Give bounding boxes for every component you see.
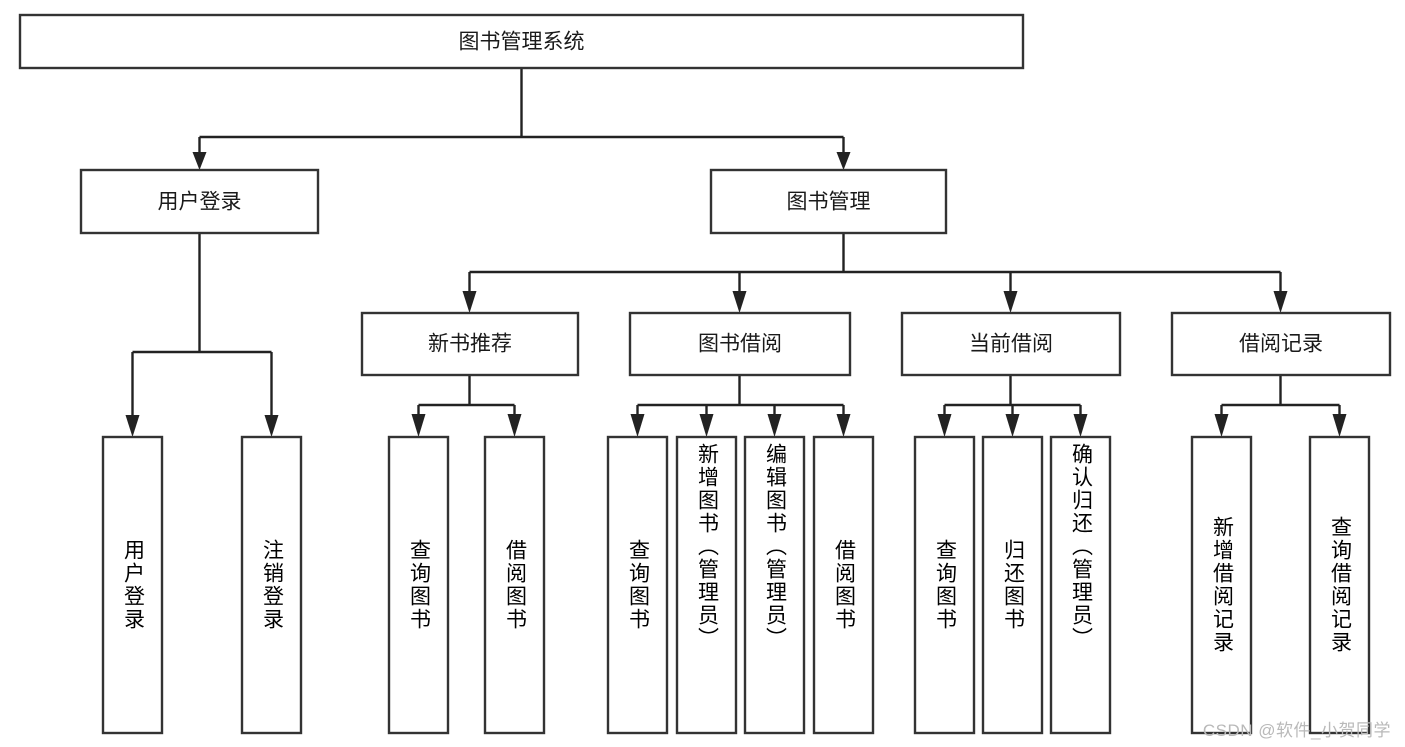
node-leaf-query-book-3[interactable] <box>913 435 976 735</box>
node-new-book-recommend-label: 新书推荐 <box>428 333 512 356</box>
node-leaf-query-book-1-label: 查询图书 <box>407 539 431 631</box>
node-leaf-query-record-label: 查询借阅记录 <box>1328 516 1352 654</box>
arrow-head-leaf-add-record <box>1214 414 1229 437</box>
arrow-head-leaf-logout-login <box>264 415 279 437</box>
node-root[interactable]: 图书管理系统 <box>18 13 1025 70</box>
arrow-head-leaf-query-book-2 <box>630 414 645 437</box>
node-book-borrow[interactable]: 图书借阅 <box>628 311 852 377</box>
arrow-head-leaf-user-login <box>125 415 140 437</box>
node-leaf-add-book[interactable] <box>675 435 738 735</box>
node-leaf-add-record-label: 新增借阅记录 <box>1210 516 1234 654</box>
node-leaf-user-login-label: 用户登录 <box>121 539 145 631</box>
node-leaf-add-record[interactable] <box>1190 435 1253 735</box>
node-leaf-borrow-book-2[interactable] <box>812 435 875 735</box>
node-leaf-borrow-book-1[interactable] <box>483 435 546 735</box>
node-book-borrow-label: 图书借阅 <box>698 333 782 356</box>
arrow-head-leaf-confirm-return <box>1073 414 1088 437</box>
arrow-head-leaf-return-book <box>1005 414 1020 437</box>
arrow-head-book-manage <box>836 152 851 170</box>
node-borrow-record[interactable]: 借阅记录 <box>1170 311 1392 377</box>
node-leaf-query-record[interactable] <box>1308 435 1371 735</box>
node-leaf-confirm-return[interactable] <box>1049 435 1112 735</box>
node-leaf-query-book-1[interactable] <box>387 435 450 735</box>
node-leaf-user-login[interactable] <box>101 435 164 735</box>
node-current-borrow[interactable]: 当前借阅 <box>900 311 1122 377</box>
connector-layer <box>125 68 1347 437</box>
arrow-head-book-borrow <box>732 291 747 313</box>
node-leaf-edit-book-label: 编辑图书（管理员） <box>763 443 787 650</box>
node-leaf-query-book-3-label: 查询图书 <box>933 539 957 631</box>
arrow-head-leaf-add-book <box>699 414 714 437</box>
arrow-head-leaf-edit-book <box>767 414 782 437</box>
node-leaf-borrow-book-2-label: 借阅图书 <box>832 539 856 631</box>
node-borrow-record-label: 借阅记录 <box>1239 333 1323 356</box>
node-book-manage[interactable]: 图书管理 <box>709 168 948 235</box>
node-leaf-logout-login-label: 注销登录 <box>260 539 284 631</box>
node-leaf-logout-login[interactable] <box>240 435 303 735</box>
node-leaf-query-book-2-label: 查询图书 <box>626 539 650 631</box>
node-leaf-add-book-label: 新增图书（管理员） <box>695 443 719 650</box>
node-book-manage-label: 图书管理 <box>787 191 871 214</box>
arrow-head-leaf-borrow-book-1 <box>507 414 522 437</box>
arrow-head-leaf-borrow-book-2 <box>836 414 851 437</box>
arrow-head-borrow-record <box>1273 291 1288 313</box>
arrow-head-leaf-query-book-3 <box>937 414 952 437</box>
arrow-head-leaf-query-record <box>1332 414 1347 437</box>
arrow-head-leaf-query-book-1 <box>411 414 426 437</box>
node-user-login-label: 用户登录 <box>158 191 242 214</box>
node-leaf-return-book[interactable] <box>981 435 1044 735</box>
node-user-login[interactable]: 用户登录 <box>79 168 320 235</box>
node-leaf-return-book-label: 归还图书 <box>1001 539 1025 631</box>
node-leaf-edit-book[interactable] <box>743 435 806 735</box>
node-leaf-confirm-return-label: 确认归还（管理员） <box>1069 443 1093 650</box>
node-leaf-borrow-book-1-label: 借阅图书 <box>503 539 527 631</box>
arrow-head-current-borrow <box>1003 291 1018 313</box>
node-new-book-recommend[interactable]: 新书推荐 <box>360 311 580 377</box>
arrow-head-user-login <box>192 152 207 170</box>
csdn-watermark: CSDN @软件_小贺同学 <box>1202 721 1391 740</box>
node-root-label: 图书管理系统 <box>459 31 585 54</box>
node-current-borrow-label: 当前借阅 <box>969 333 1053 356</box>
arrow-head-new-book-recommend <box>462 291 477 313</box>
node-leaf-query-book-2[interactable] <box>606 435 669 735</box>
